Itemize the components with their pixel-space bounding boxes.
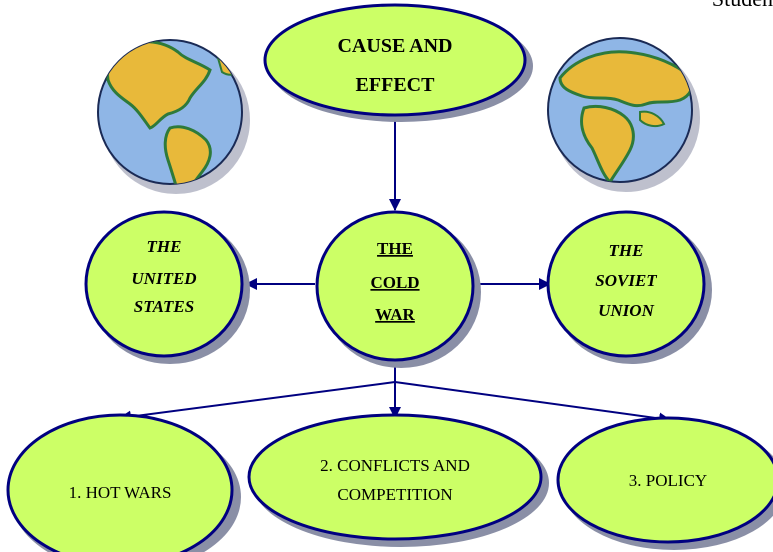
corner-partial-text: Studen — [712, 0, 773, 12]
node-cause-and-effect-line-1: CAUSE AND — [337, 35, 452, 57]
globe-africa-eurasia-icon — [547, 37, 700, 192]
node-cold-war-line-1: THE — [377, 239, 413, 258]
node-policy-label: 3. POLICY — [629, 471, 707, 490]
arrow-to-hot-wars — [119, 381, 396, 423]
node-united-states-line-3: STATES — [134, 297, 194, 316]
node-soviet-union-line-1: THE — [609, 241, 644, 260]
node-united-states-line-2: UNITED — [131, 269, 196, 288]
node-hot-wars: 1. HOT WARS — [6, 413, 241, 552]
node-cold-war-line-2: COLD — [370, 273, 419, 292]
node-policy: 3. POLICY — [556, 416, 773, 550]
node-soviet-union: THE SOVIET UNION — [546, 210, 712, 364]
node-soviet-union-line-3: UNION — [598, 301, 654, 320]
node-soviet-union-line-2: SOVIET — [595, 271, 657, 290]
node-hot-wars-label: 1. HOT WARS — [69, 483, 172, 502]
connectors — [119, 120, 671, 425]
node-conflicts-line-1: 2. CONFLICTS AND — [320, 456, 470, 475]
arrow-to-policy — [394, 381, 671, 425]
globe-americas-icon — [97, 39, 250, 194]
node-united-states-line-1: THE — [147, 237, 182, 256]
node-conflicts-line-2: COMPETITION — [337, 485, 452, 504]
node-cold-war-line-3: WAR — [375, 305, 415, 324]
node-united-states: THE UNITED STATES — [84, 210, 250, 364]
node-cause-and-effect-line-2: EFFECT — [356, 74, 436, 96]
node-cold-war: THE COLD WAR — [315, 210, 481, 368]
node-cause-and-effect: CAUSE AND EFFECT — [263, 3, 533, 122]
node-conflicts-and-competition: 2. CONFLICTS AND COMPETITION — [247, 413, 549, 547]
